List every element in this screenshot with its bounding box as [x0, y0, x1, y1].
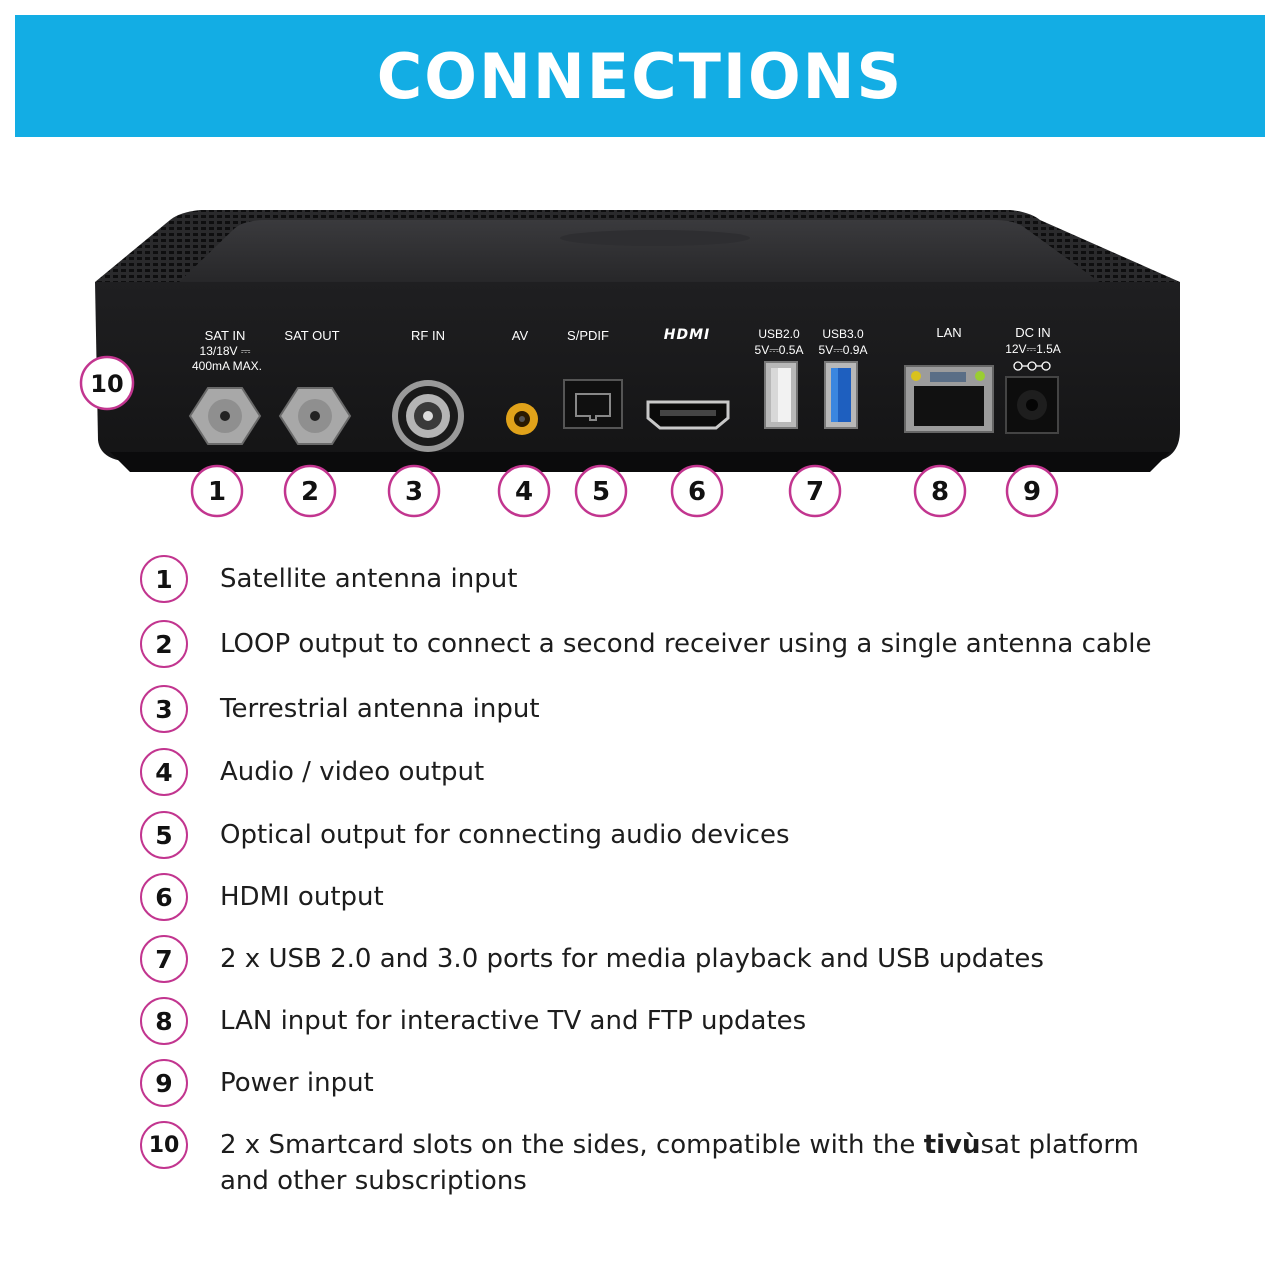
callout-3	[387, 464, 441, 518]
legend-text: Audio / video output	[220, 757, 485, 787]
label-sat-in-current: 400mA MAX.	[192, 359, 262, 373]
legend-badge: 3	[140, 685, 188, 733]
legend-item: 2 LOOP output to connect a second receiv…	[140, 620, 1152, 668]
logo-emboss	[560, 230, 750, 246]
legend-text: LOOP output to connect a second receiver…	[220, 629, 1152, 659]
legend-text: LAN input for interactive TV and FTP upd…	[220, 1006, 807, 1036]
legend-badge: 4	[140, 748, 188, 796]
legend-text-line2: and other subscriptions	[220, 1166, 527, 1196]
label-sat-out: SAT OUT	[284, 328, 339, 343]
polarity-icon	[1013, 361, 1051, 371]
callout-7	[788, 464, 842, 518]
callout-8-label: 8	[931, 477, 949, 507]
legend-badge: 6	[140, 873, 188, 921]
av-port	[506, 403, 538, 435]
label-lan: LAN	[936, 325, 961, 340]
callout-5	[574, 464, 628, 518]
label-spdif: S/PDIF	[567, 328, 609, 343]
legend-item: 10 2 x Smartcard slots on the sides, com…	[140, 1121, 1139, 1199]
callout-5-label: 5	[592, 477, 610, 507]
callout-6	[670, 464, 724, 518]
legend-item: 7 2 x USB 2.0 and 3.0 ports for media pl…	[140, 935, 1044, 983]
sat-out-port	[278, 387, 352, 445]
label-rf-in: RF IN	[411, 328, 445, 343]
legend-item: 9 Power input	[140, 1059, 374, 1107]
legend-item: 4 Audio / video output	[140, 748, 484, 796]
header-banner: CONNECTIONS	[15, 15, 1265, 137]
callout-7-label: 7	[806, 477, 824, 507]
legend-item: 1 Satellite antenna input	[140, 555, 517, 603]
callout-6-label: 6	[688, 477, 706, 507]
label-hdmi: HDMI	[664, 327, 710, 343]
label-usb20: USB2.0	[758, 327, 800, 341]
callout-10-label: 10	[90, 370, 123, 398]
legend-text: Satellite antenna input	[220, 564, 518, 594]
callout-1	[190, 464, 244, 518]
legend-text: Power input	[220, 1068, 374, 1098]
callout-9-label: 9	[1023, 477, 1041, 507]
spdif-port	[563, 379, 623, 429]
callout-2-label: 2	[301, 477, 319, 507]
callout-1-label: 1	[208, 477, 226, 507]
lan-port	[904, 365, 994, 433]
callout-4	[497, 464, 551, 518]
legend-item: 5 Optical output for connecting audio de…	[140, 811, 790, 859]
usb20-port	[764, 361, 798, 429]
legend-badge: 8	[140, 997, 188, 1045]
legend-badge: 7	[140, 935, 188, 983]
base-shadow	[110, 452, 1170, 472]
rf-in-port	[392, 380, 464, 452]
tivusat-brand-rest: sat	[980, 1130, 1021, 1160]
label-dc-in: DC IN	[1015, 325, 1050, 340]
legend-badge: 10	[140, 1121, 188, 1169]
legend-text-part: platform	[1020, 1130, 1139, 1160]
label-usb20-power: 5V⎓0.5A	[755, 343, 804, 357]
usb30-port	[824, 361, 858, 429]
legend-text: 2 x Smartcard slots on the sides, compat…	[220, 1121, 1139, 1199]
legend-item: 8 LAN input for interactive TV and FTP u…	[140, 997, 806, 1045]
receiver-back-panel: SAT IN 13/18V ⎓ 400mA MAX. SAT OUT RF IN…	[79, 210, 1180, 518]
label-sat-in-voltage: 13/18V ⎓	[200, 344, 251, 358]
tivusat-brand-bold: tivù	[923, 1130, 981, 1160]
hdmi-port	[646, 400, 730, 430]
callout-9	[1005, 464, 1059, 518]
callout-10	[79, 355, 135, 411]
callout-2	[283, 464, 337, 518]
legend-text: Terrestrial antenna input	[220, 694, 540, 724]
legend-item: 3 Terrestrial antenna input	[140, 685, 540, 733]
legend-badge: 5	[140, 811, 188, 859]
dc-in-port	[1005, 376, 1059, 434]
label-usb30-power: 5V⎓0.9A	[819, 343, 868, 357]
legend-text-part: 2 x Smartcard slots on the sides, compat…	[220, 1130, 924, 1160]
legend-badge: 2	[140, 620, 188, 668]
page-title: CONNECTIONS	[376, 39, 904, 113]
legend-text: 2 x USB 2.0 and 3.0 ports for media play…	[220, 944, 1044, 974]
label-usb30: USB3.0	[822, 327, 864, 341]
legend-badge: 1	[140, 555, 188, 603]
sat-in-port	[188, 387, 262, 445]
legend-text: Optical output for connecting audio devi…	[220, 820, 790, 850]
legend-text: HDMI output	[220, 882, 384, 912]
callout-3-label: 3	[405, 477, 423, 507]
legend-badge: 9	[140, 1059, 188, 1107]
label-sat-in: SAT IN	[205, 328, 246, 343]
callout-4-label: 4	[515, 477, 533, 507]
device-illustration: SAT IN 13/18V ⎓ 400mA MAX. SAT OUT RF IN…	[0, 190, 1280, 530]
legend-item: 6 HDMI output	[140, 873, 384, 921]
label-dc-in-power: 12V⎓1.5A	[1005, 342, 1061, 356]
callout-8	[913, 464, 967, 518]
label-av: AV	[512, 328, 529, 343]
top-cover	[175, 220, 1105, 286]
